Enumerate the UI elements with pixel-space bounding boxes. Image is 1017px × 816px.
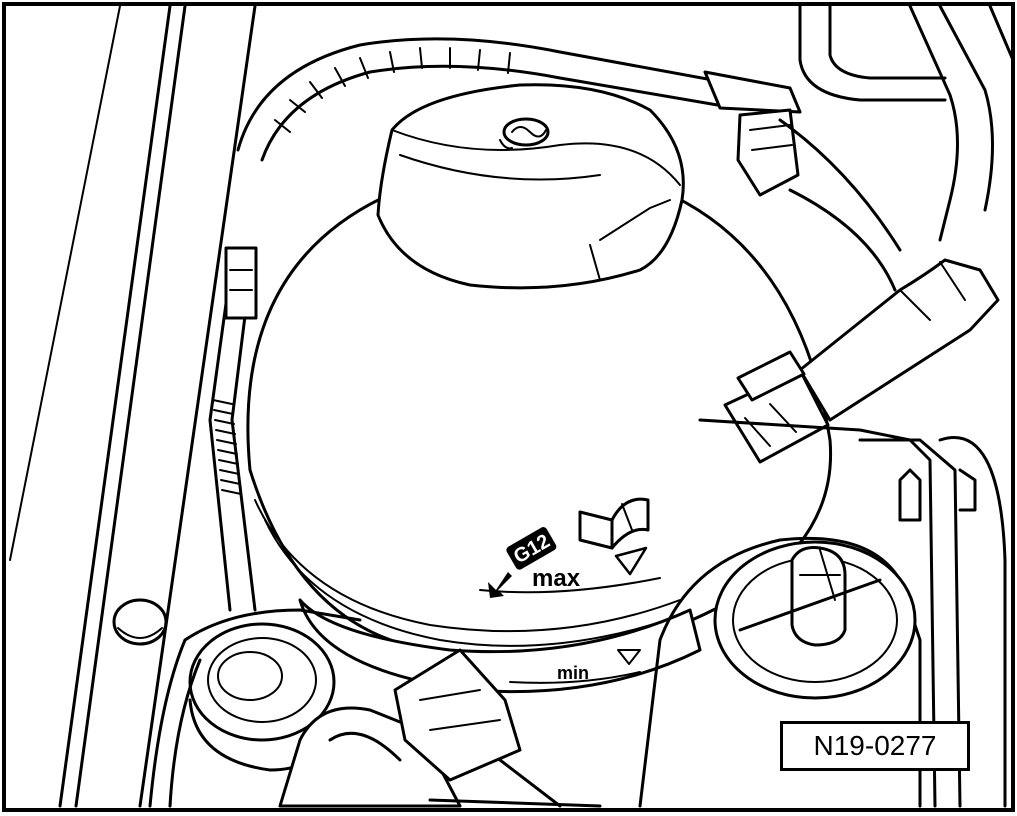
corrugated-hose-top [236, 37, 772, 162]
max-mark-label: max [532, 565, 581, 592]
warning-triangle-icon [614, 546, 648, 576]
manual-book-icon [578, 497, 650, 550]
coolant-reservoir [246, 168, 833, 694]
hot-coolant-warning-icon [499, 117, 550, 150]
fluid-cap-lower-right [638, 536, 922, 808]
right-hoses [778, 4, 1015, 292]
min-level-line [509, 671, 641, 684]
right-housing [698, 418, 1007, 808]
min-triangle-icon [617, 649, 641, 665]
figure-number: N19-0277 [780, 721, 970, 771]
bolt-head [112, 598, 168, 646]
wire-harness [208, 246, 258, 612]
fill-arrow-icon [488, 572, 512, 598]
lower-left-structure [148, 608, 362, 808]
hose-clamp-top [703, 70, 802, 197]
fender-panel [9, 4, 257, 808]
reservoir-cap [376, 83, 685, 290]
lower-hoses [278, 648, 602, 808]
min-mark-label: min [557, 663, 589, 683]
